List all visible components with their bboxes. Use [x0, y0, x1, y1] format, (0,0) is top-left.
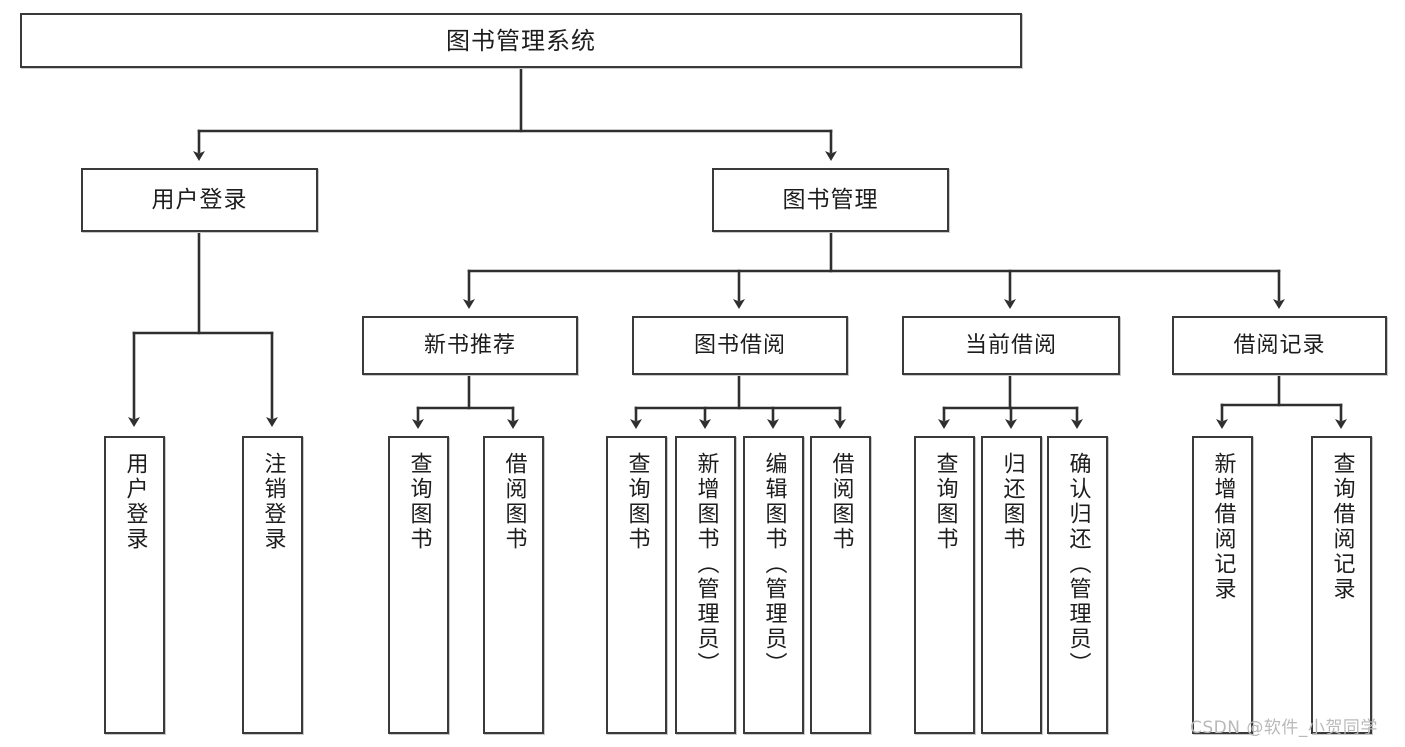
node-leaf-add-record-label: 新增借阅记录: [1210, 452, 1236, 602]
node-leaf-query-book-3-label: 查询图书: [932, 452, 958, 552]
node-leaf-borrow-book-2-label: 借阅图书: [828, 452, 854, 552]
node-leaf-logout[interactable]: 注销登录: [242, 436, 303, 734]
node-book-manage-label: 图书管理: [782, 186, 879, 213]
node-leaf-return-book[interactable]: 归还图书: [981, 436, 1042, 734]
node-book-borrow-label: 图书借阅: [693, 332, 786, 358]
node-leaf-return-book-label: 归还图书: [999, 452, 1025, 552]
node-book-borrow[interactable]: 图书借阅: [632, 316, 848, 375]
node-new-book-rec-label: 新书推荐: [423, 332, 516, 358]
node-leaf-borrow-book-2[interactable]: 借阅图书: [810, 436, 871, 734]
node-borrow-record[interactable]: 借阅记录: [1172, 316, 1387, 375]
node-leaf-edit-book-label: 编辑图书（管理员）: [761, 452, 787, 677]
node-leaf-confirm-return-label: 确认归还（管理员）: [1065, 452, 1091, 677]
node-leaf-query-book-1-label: 查询图书: [406, 452, 432, 552]
node-leaf-logout-label: 注销登录: [260, 452, 286, 552]
node-user-login-label: 用户登录: [151, 186, 248, 213]
node-leaf-query-book-3[interactable]: 查询图书: [914, 436, 975, 734]
node-current-borrow[interactable]: 当前借阅: [902, 316, 1120, 375]
node-leaf-query-book-1[interactable]: 查询图书: [388, 436, 449, 734]
watermark: CSDN @软件_小贺同学: [1190, 718, 1378, 738]
node-leaf-borrow-book-1[interactable]: 借阅图书: [483, 436, 544, 734]
node-borrow-record-label: 借阅记录: [1233, 332, 1326, 358]
node-root-label: 图书管理系统: [446, 26, 596, 55]
node-leaf-query-book-2[interactable]: 查询图书: [606, 436, 667, 734]
node-leaf-user-login[interactable]: 用户登录: [104, 436, 165, 734]
node-leaf-add-book-label: 新增图书（管理员）: [693, 452, 719, 677]
node-leaf-add-book[interactable]: 新增图书（管理员）: [675, 436, 736, 734]
node-leaf-borrow-book-1-label: 借阅图书: [501, 452, 527, 552]
node-leaf-query-book-2-label: 查询图书: [624, 452, 650, 552]
node-leaf-query-record-label: 查询借阅记录: [1329, 452, 1355, 602]
node-leaf-add-record[interactable]: 新增借阅记录: [1192, 436, 1253, 734]
node-leaf-user-login-label: 用户登录: [122, 452, 148, 552]
node-book-manage[interactable]: 图书管理: [712, 168, 949, 232]
node-root[interactable]: 图书管理系统: [20, 13, 1022, 68]
node-leaf-edit-book[interactable]: 编辑图书（管理员）: [743, 436, 804, 734]
node-user-login[interactable]: 用户登录: [81, 168, 318, 232]
node-leaf-confirm-return[interactable]: 确认归还（管理员）: [1047, 436, 1108, 734]
node-current-borrow-label: 当前借阅: [964, 332, 1057, 358]
node-new-book-rec[interactable]: 新书推荐: [362, 316, 578, 375]
node-leaf-query-record[interactable]: 查询借阅记录: [1311, 436, 1372, 734]
